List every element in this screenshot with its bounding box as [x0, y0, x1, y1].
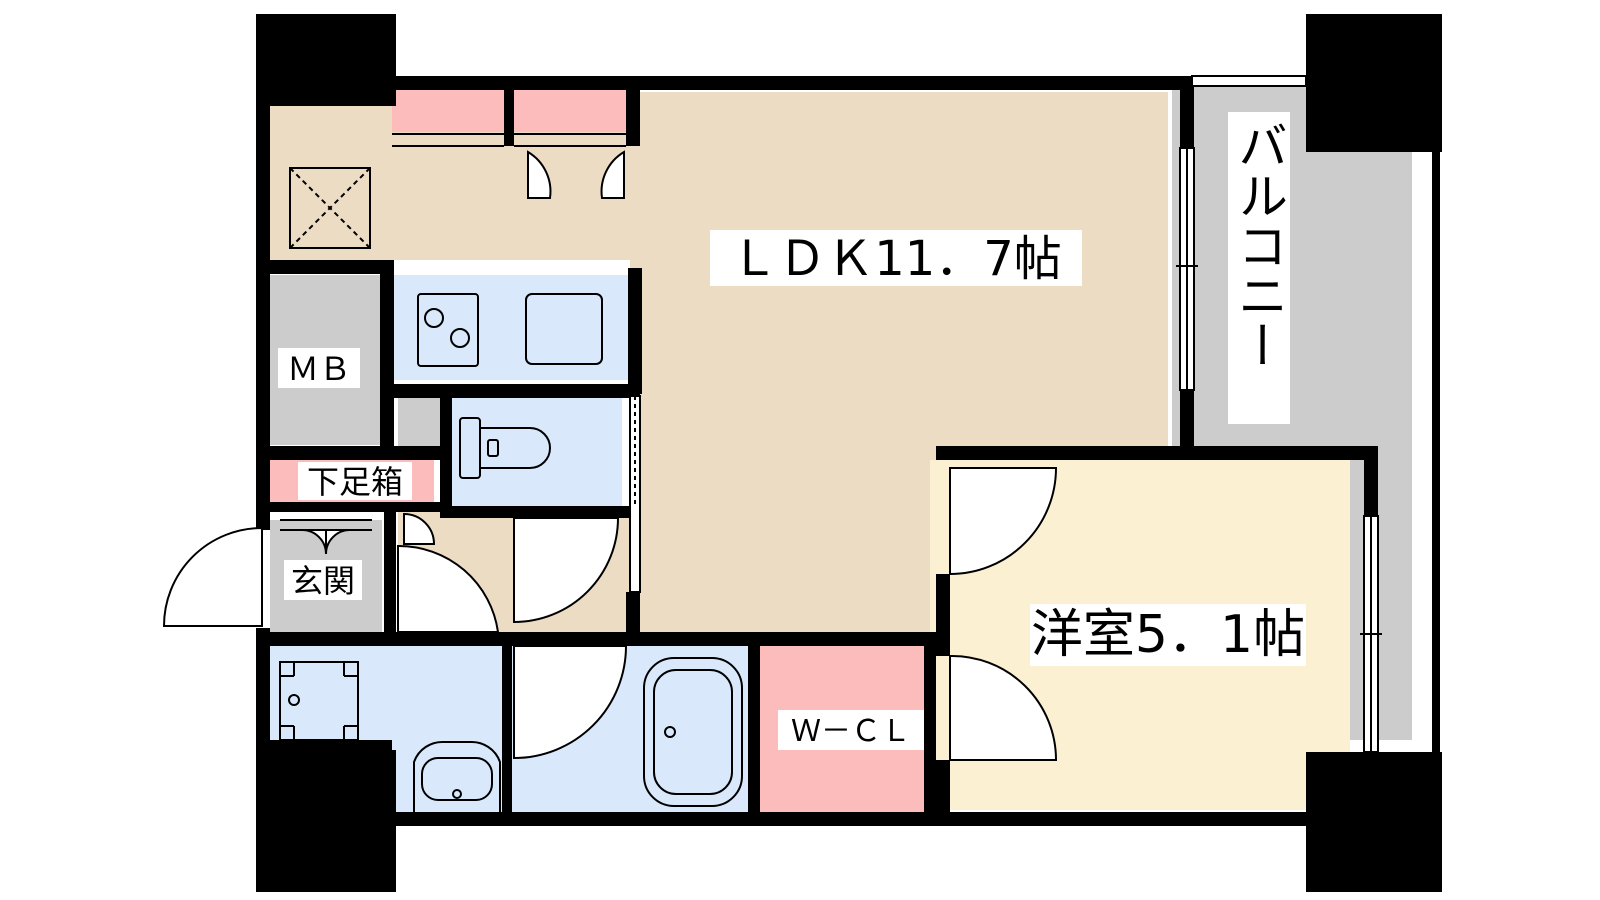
wall-corridor-right	[626, 592, 640, 640]
ldk-label-bg	[710, 230, 1082, 286]
doors	[162, 150, 1058, 761]
wall-kitchen-bottom	[394, 384, 640, 398]
wall-wcl-right	[924, 644, 936, 824]
wcl-label: Ｗ－ＣＬ	[791, 714, 911, 749]
western-label-bg	[1030, 604, 1306, 666]
wcl-label-bg	[778, 710, 924, 750]
burner-1	[424, 308, 444, 328]
kitchen-sink	[525, 293, 603, 365]
wall-ldk-right-bottom	[1180, 390, 1194, 456]
door-washroom	[397, 544, 500, 633]
burner-2	[450, 328, 470, 348]
fixtures	[279, 167, 743, 812]
washing-machine	[279, 661, 359, 741]
room-labels: ＬＤＫ11．7帖 洋室5．1帖 バルコニー ＭＢ 下足箱 玄関 Ｗ－ＣＬ	[278, 112, 1306, 750]
fridge-space	[289, 167, 371, 249]
door-toilet	[513, 517, 620, 624]
door-wcl	[949, 654, 1058, 761]
wall-left-upper	[256, 100, 270, 264]
wall-shoe-bottom	[268, 502, 440, 512]
balcony-rail	[1432, 150, 1440, 760]
western-room-label: 洋室5．1帖	[1031, 605, 1305, 665]
wall-western-top	[936, 446, 1378, 460]
wall-mb-right	[380, 260, 394, 454]
shelf-lines	[280, 133, 626, 531]
windows	[629, 75, 1382, 753]
wall-left-lower	[256, 628, 270, 764]
balcony-label-bg	[1228, 112, 1290, 424]
toilet-floor	[446, 398, 622, 506]
storage-top-1	[392, 90, 504, 132]
wall-mb-bottom	[268, 446, 448, 460]
column-top-right	[1306, 14, 1442, 152]
ldk-floor-left	[268, 150, 638, 260]
wall-top	[380, 76, 1192, 90]
column-bottom-left	[256, 750, 396, 892]
wall-ldk-right-top	[1180, 86, 1194, 148]
door-storage-right	[600, 150, 625, 199]
wall-toilet-left	[440, 396, 452, 512]
door-western-main	[949, 467, 1058, 576]
door-storage-left	[527, 150, 552, 199]
column-bottom-right	[1306, 752, 1442, 892]
stove	[417, 293, 479, 367]
door-pipe	[403, 512, 436, 545]
walls	[256, 14, 1442, 892]
wall-toilet-bottom	[440, 506, 630, 518]
ldk-label: ＬＤＫ11．7帖	[730, 231, 1062, 287]
door-shoe-right	[325, 529, 351, 555]
entrance-label: 玄関	[291, 562, 355, 600]
wall-storage-divider	[504, 86, 514, 146]
wall-western-right	[1364, 446, 1378, 516]
wall-ldk-bottom	[268, 632, 950, 646]
pipe-space-fill	[398, 398, 440, 448]
wall-wash-bottom-left	[268, 740, 392, 756]
shoe-box-label-bg	[298, 462, 412, 500]
column-top-left	[256, 14, 396, 106]
kitchen-counter	[390, 275, 630, 380]
wall-kitchen-right	[628, 268, 642, 394]
balcony-label: バルコニー	[1230, 120, 1288, 370]
wash-basin	[413, 740, 501, 812]
window-top	[1191, 75, 1307, 87]
wall-entrance-right	[384, 512, 396, 634]
wall-bath-wcl	[748, 644, 760, 824]
wall-left-mid	[256, 262, 270, 530]
wall-western-left-bot	[936, 760, 950, 824]
wall-wash-bath	[502, 644, 512, 822]
entrance-label-bg	[284, 560, 362, 600]
mb-label-bg	[278, 348, 360, 388]
mb-label: ＭＢ	[287, 350, 351, 388]
wall-bottom	[380, 812, 1320, 826]
door-entrance	[162, 526, 263, 627]
wall-storage-right	[626, 86, 640, 146]
storage-top-2	[514, 90, 626, 132]
wall-kitchen-top	[268, 260, 392, 274]
toilet-bowl	[479, 427, 551, 469]
shoe-box-label: 下足箱	[307, 463, 403, 501]
bathtub	[643, 657, 743, 807]
door-bath	[513, 645, 628, 760]
wall-western-left-top	[936, 446, 950, 460]
